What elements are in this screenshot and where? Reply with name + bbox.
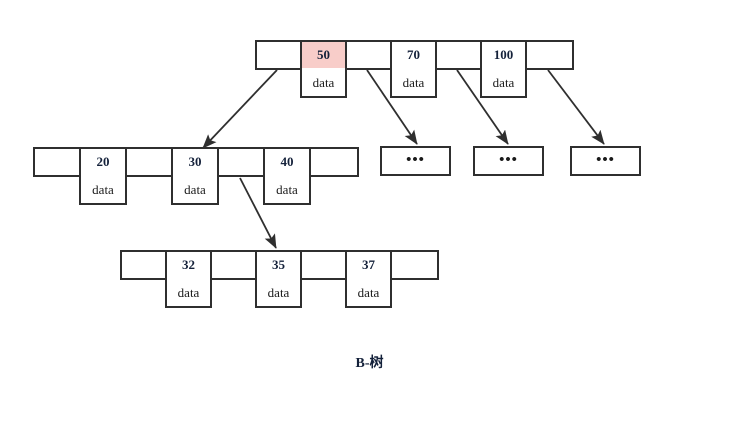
btree-pointer-cell <box>219 149 265 175</box>
btree-key-cell: 70 data <box>390 42 437 98</box>
btree-key-cell: 35 data <box>255 252 302 308</box>
btree-key-cell: 40 data <box>263 149 311 205</box>
ellipsis-icon: ••• <box>596 152 615 168</box>
btree-pointer-cell <box>35 149 81 175</box>
ellipsis-icon: ••• <box>406 152 425 168</box>
btree-pointer-cell <box>212 252 257 278</box>
btree-data-box: data <box>165 278 212 308</box>
btree-ellipsis-node: ••• <box>380 146 451 176</box>
btree-data-box: data <box>263 175 311 205</box>
btree-key-label: 30 <box>188 154 202 169</box>
btree-pointer-cell <box>527 42 572 68</box>
btree-key-cell: 37 data <box>345 252 392 308</box>
btree-edge-arrow <box>456 69 509 145</box>
btree-ellipsis-node: ••• <box>473 146 544 176</box>
btree-key-label: 70 <box>407 47 420 62</box>
btree-pointer-cell <box>122 252 167 278</box>
btree-key-label: 40 <box>280 154 294 169</box>
btree-edge-arrow <box>547 69 605 145</box>
btree-key-cell: 30 data <box>171 149 219 205</box>
btree-key-label: 100 <box>493 47 514 62</box>
ellipsis-icon: ••• <box>499 152 518 168</box>
btree-data-box: data <box>480 68 527 98</box>
btree-data-box: data <box>390 68 437 98</box>
btree-key-label: 35 <box>272 257 285 272</box>
btree-key-cell: 20 data <box>79 149 127 205</box>
diagram-caption: B-树 <box>355 356 384 371</box>
btree-ellipsis-node: ••• <box>570 146 641 176</box>
btree-key-label: 20 <box>96 154 110 169</box>
btree-data-box: data <box>345 278 392 308</box>
btree-pointer-cell <box>127 149 173 175</box>
btree-edge-arrow <box>366 69 418 145</box>
btree-key-label: 32 <box>182 257 195 272</box>
btree-data-box: data <box>255 278 302 308</box>
btree-pointer-cell <box>302 252 347 278</box>
btree-pointer-cell <box>347 42 392 68</box>
btree-node: 50 data 70 data 100 data <box>255 40 574 98</box>
btree-key-label: 37 <box>362 257 375 272</box>
btree-key-cell: 100 data <box>480 42 527 98</box>
btree-pointer-cell <box>257 42 302 68</box>
btree-key-label: 50 <box>317 47 330 62</box>
btree-node: 20 data 30 data 40 data <box>33 147 359 205</box>
btree-data-box: data <box>300 68 347 98</box>
btree-data-box: data <box>171 175 219 205</box>
btree-pointer-cell <box>437 42 482 68</box>
btree-edge-arrow <box>202 69 278 149</box>
btree-key-cell: 32 data <box>165 252 212 308</box>
btree-edge-arrow <box>239 177 277 249</box>
btree-data-box: data <box>79 175 127 205</box>
btree-key-cell: 50 data <box>300 42 347 98</box>
btree-node: 32 data 35 data 37 data <box>120 250 439 308</box>
btree-pointer-cell <box>392 252 437 278</box>
btree-pointer-cell <box>311 149 357 175</box>
